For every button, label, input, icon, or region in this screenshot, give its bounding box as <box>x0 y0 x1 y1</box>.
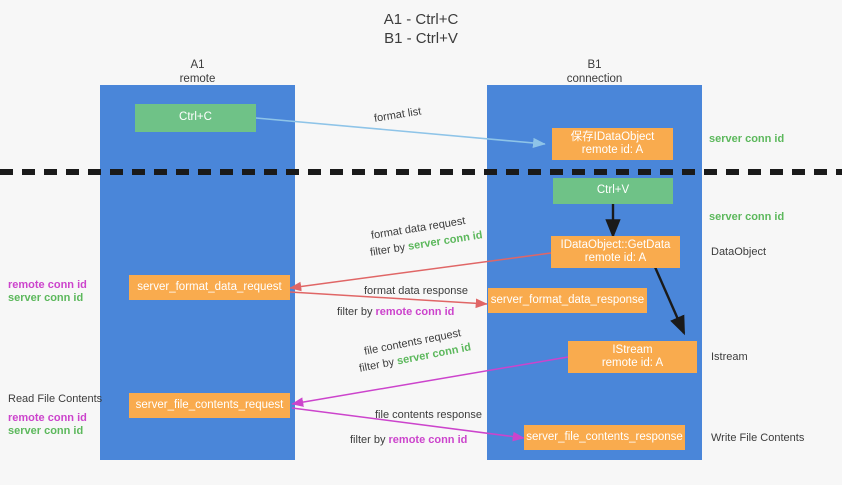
box-server-format-data-request[interactable]: server_format_data_request <box>129 275 290 300</box>
column-header-a1: A1 remote <box>179 59 216 85</box>
label-format-list: format list <box>373 105 423 125</box>
label-file-contents-response: file contents response <box>375 409 483 421</box>
annotation-write-file-contents: Write File Contents <box>711 432 805 444</box>
page-title: A1 - Ctrl+C B1 - Ctrl+V <box>383 11 459 47</box>
annotation-format-server-conn-id: server conn id <box>8 292 84 304</box>
filter-key-remote-conn-id: remote conn id <box>375 306 455 318</box>
filter-key-remote-conn-id: remote conn id <box>388 434 468 446</box>
box-server-file-contents-request[interactable]: server_file_contents_request <box>129 393 290 418</box>
filter-prefix: filter by <box>358 355 399 375</box>
annotation-server-conn-id-top: server conn id <box>709 133 785 145</box>
label-format-data-response: format data response <box>364 285 468 297</box>
label-file-contents-response-filter: filter by remote conn id <box>350 433 467 447</box>
annotation-read-server-conn-id: server conn id <box>8 425 84 437</box>
filter-prefix: filter by <box>337 306 376 318</box>
box-save-idataobject[interactable]: 保存IDataObject remote id: A <box>552 128 673 160</box>
column-header-b1: B1 connection <box>566 59 623 85</box>
box-ctrl-v[interactable]: Ctrl+V <box>553 178 673 204</box>
annotation-server-conn-id-mid: server conn id <box>709 211 785 223</box>
annotation-dataobject: DataObject <box>711 246 767 258</box>
box-ctrl-c[interactable]: Ctrl+C <box>135 104 256 132</box>
box-istream[interactable]: IStream remote id: A <box>568 341 697 373</box>
annotation-format-remote-conn-id: remote conn id <box>8 279 87 291</box>
filter-prefix: filter by <box>369 240 410 259</box>
filter-prefix: filter by <box>350 434 389 446</box>
box-server-file-contents-response[interactable]: server_file_contents_response <box>524 425 685 450</box>
annotation-read-remote-conn-id: remote conn id <box>8 412 87 424</box>
box-idataobject-getdata[interactable]: IDataObject::GetData remote id: A <box>551 236 680 268</box>
label-format-data-response-filter: filter by remote conn id <box>337 305 454 319</box>
annotation-read-file-contents: Read File Contents <box>8 393 103 405</box>
box-server-format-data-response[interactable]: server_format_data_response <box>488 288 647 313</box>
annotation-istream: Istream <box>711 351 748 363</box>
